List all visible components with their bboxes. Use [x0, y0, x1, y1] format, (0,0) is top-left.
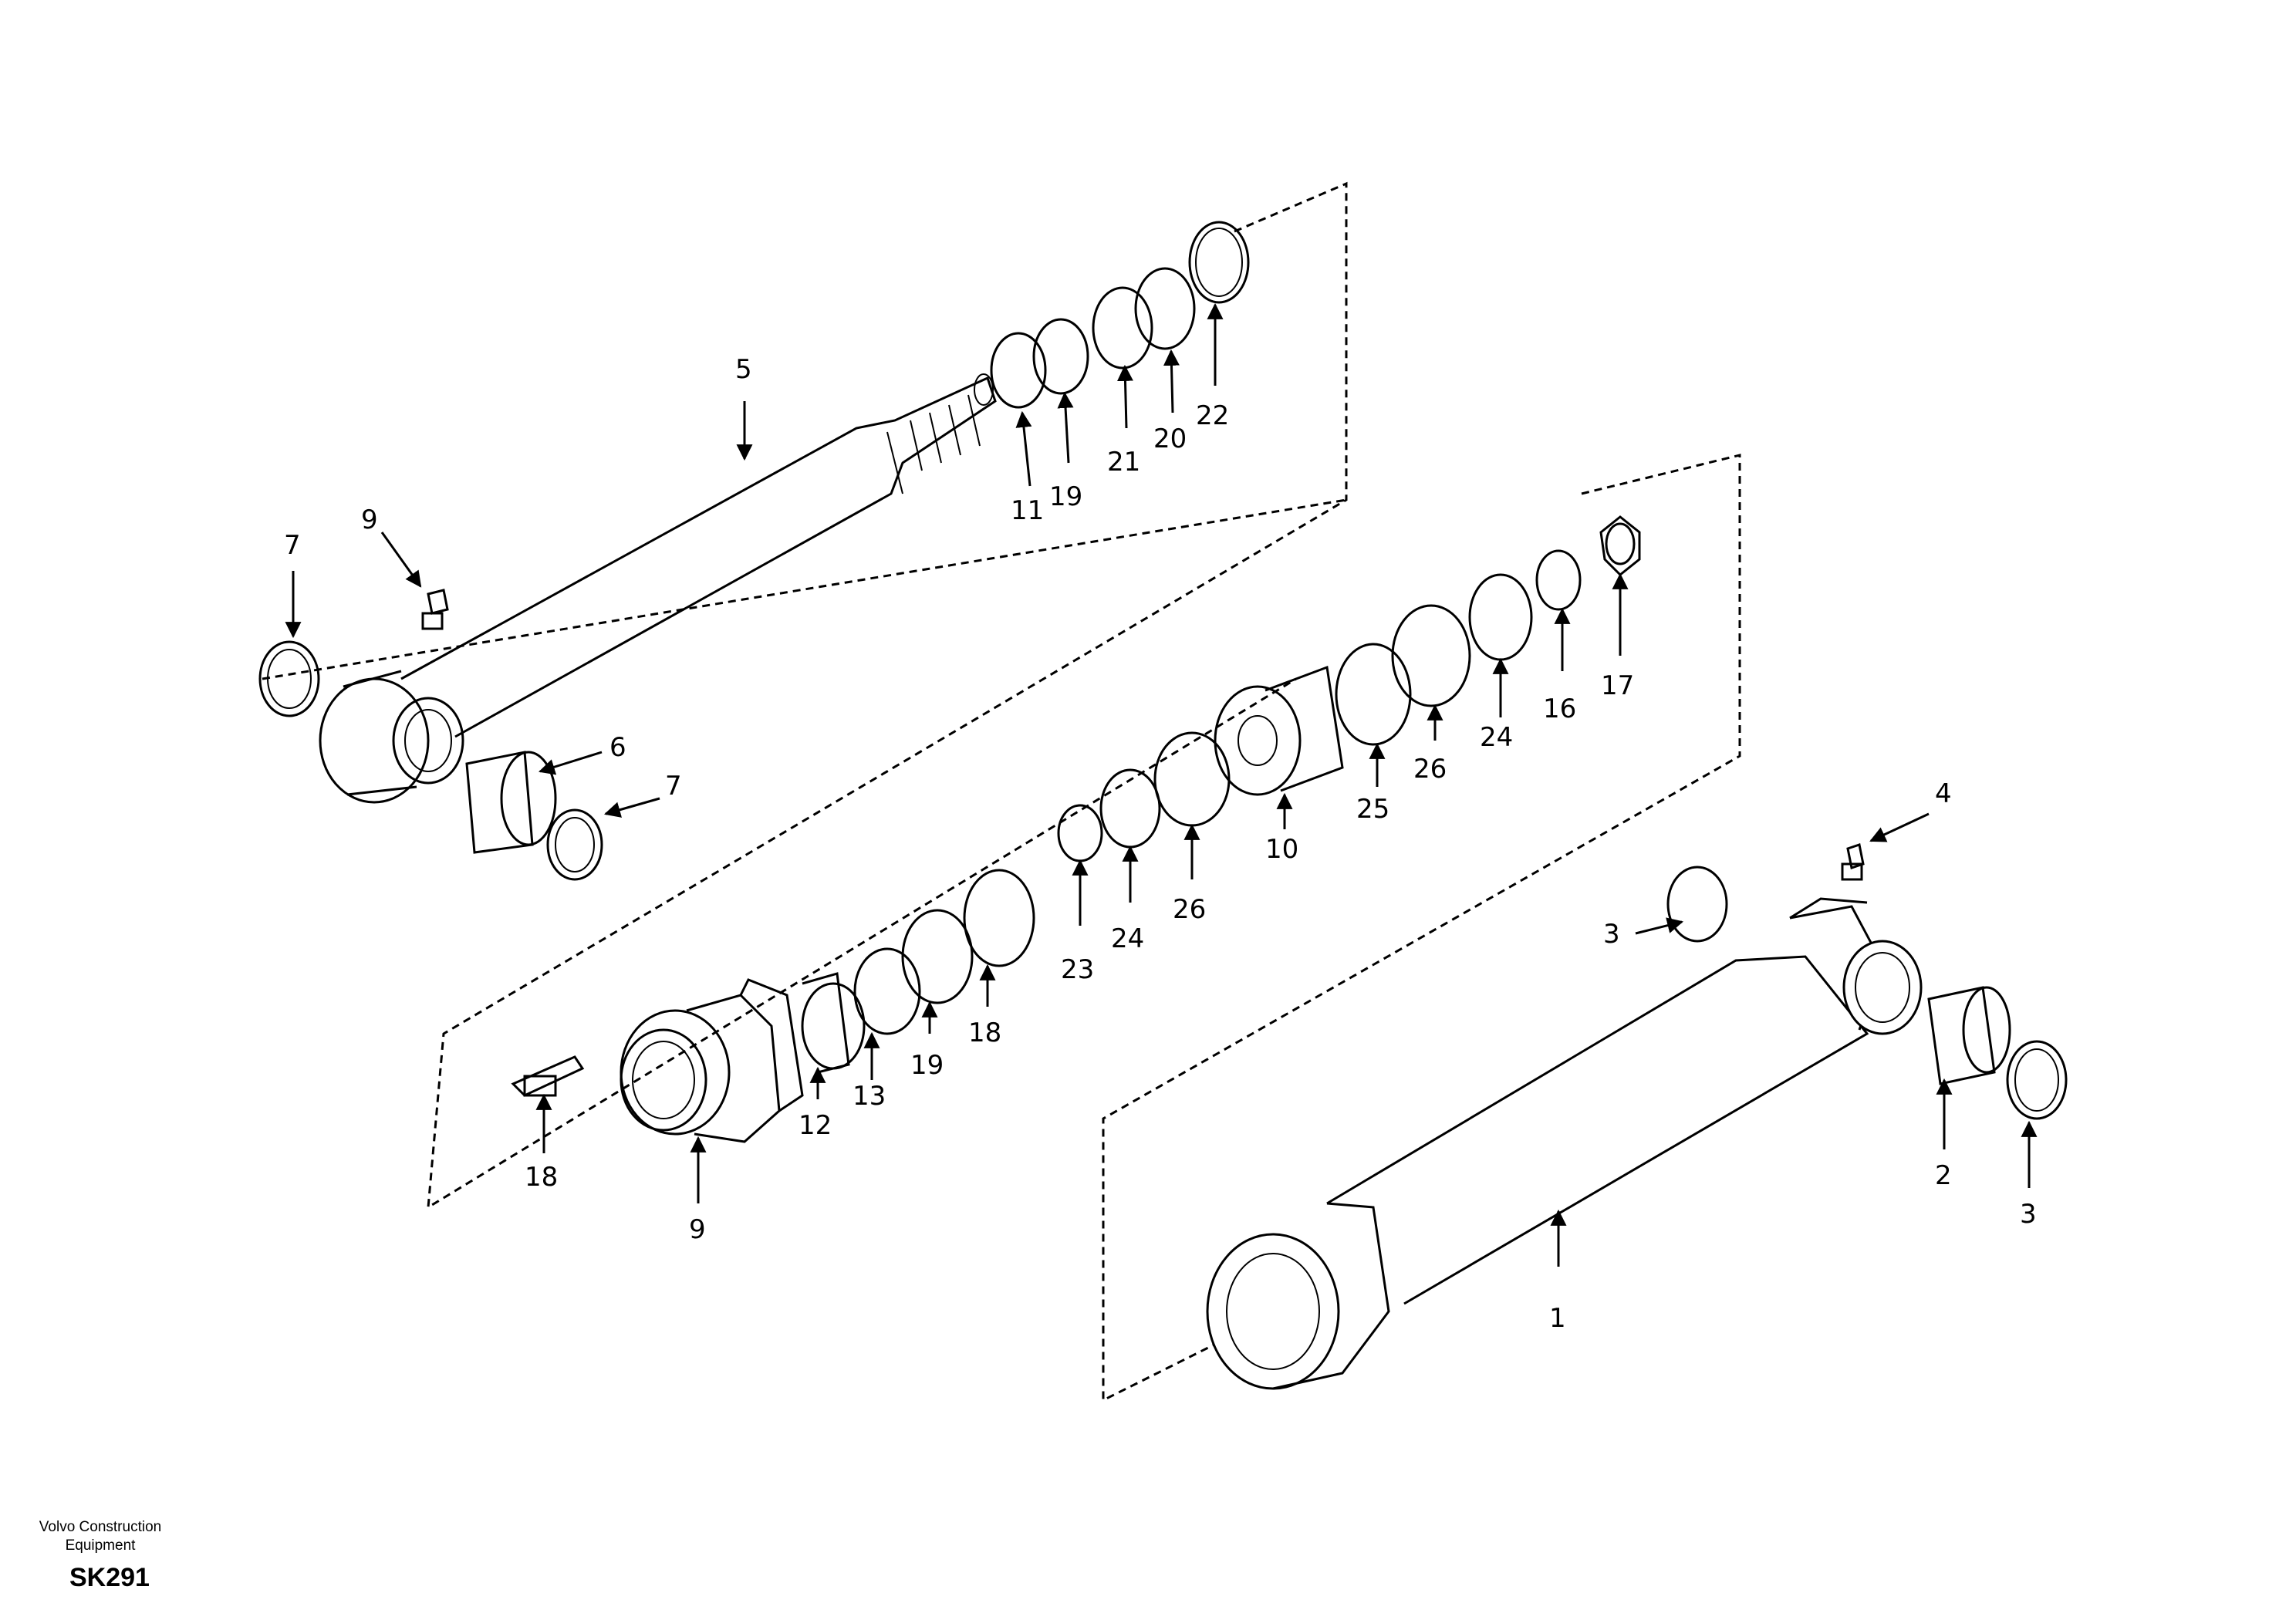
- callout-24-left: 24: [1111, 923, 1144, 954]
- callout-arrows: [285, 302, 2038, 1267]
- brand-line-1: Volvo Construction: [39, 1519, 162, 1535]
- callout-22: 19: [910, 1050, 944, 1081]
- callout-6: 6: [609, 732, 626, 763]
- callout-7-lower: 7: [665, 771, 682, 802]
- callout-13: 13: [853, 1081, 886, 1112]
- cylinder-head: [511, 869, 1035, 1143]
- callout-1: 1: [1549, 1303, 1566, 1334]
- callout-9: 9: [689, 1214, 706, 1245]
- callout-16: 18: [525, 1162, 558, 1193]
- cylinder-tube: [1206, 843, 2068, 1390]
- callout-21: 18: [968, 1018, 1001, 1048]
- callout-20: 22: [1196, 400, 1229, 431]
- brand-line-2: Equipment: [65, 1537, 136, 1554]
- callout-11: 11: [1011, 495, 1044, 526]
- callout-15: 17: [1601, 670, 1634, 701]
- rod-eye-parts: [258, 589, 603, 881]
- callout-8: 9: [361, 505, 378, 535]
- callout-2: 2: [1935, 1160, 1952, 1191]
- callout-19: 21: [1107, 447, 1140, 478]
- callout-23: 23: [1061, 954, 1094, 985]
- brand-block: Volvo Construction Equipment: [31, 1518, 170, 1555]
- callout-17: 19: [1049, 481, 1082, 512]
- drawing-code: SK291: [69, 1563, 150, 1592]
- callout-3-lower: 3: [2020, 1199, 2037, 1230]
- callout-12: 12: [799, 1110, 832, 1141]
- callout-25: 25: [1356, 794, 1389, 825]
- callout-26-left: 26: [1173, 894, 1206, 925]
- piston-assembly: [1057, 515, 1641, 862]
- callout-24-right: 24: [1480, 722, 1513, 753]
- piston-rod: [319, 373, 997, 804]
- callout-3-upper: 3: [1603, 919, 1620, 950]
- callout-18: 20: [1153, 424, 1187, 454]
- callout-4: 4: [1935, 778, 1952, 809]
- callout-5: 5: [735, 354, 752, 385]
- callout-7-upper: 7: [284, 530, 301, 561]
- assembly-guide-lines: [262, 181, 1741, 1402]
- callout-10: 10: [1265, 834, 1298, 865]
- callout-14: 16: [1543, 694, 1576, 724]
- callout-26-right: 26: [1413, 754, 1447, 785]
- callout-labels: 5 7 9 6 7 11 19 21 20 22 17 16 24 26 25 …: [284, 354, 2037, 1334]
- upper-seal-rings: [990, 221, 1250, 409]
